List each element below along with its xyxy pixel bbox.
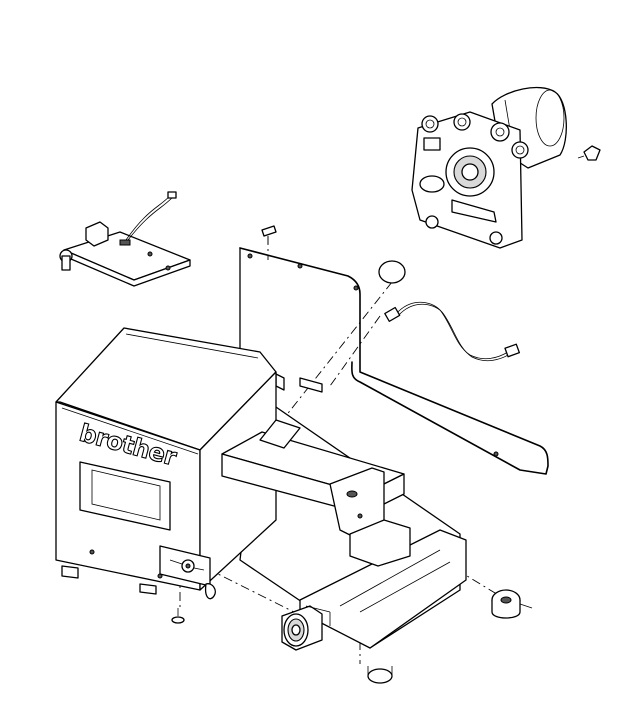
- bracket-with-knob: [159, 545, 216, 600]
- circuit-board: [59, 191, 191, 287]
- bottom-screw: [171, 608, 185, 624]
- connector-tab: [275, 373, 285, 391]
- motor-assembly: [411, 86, 567, 249]
- frame-screw: [261, 225, 277, 244]
- bearing-collar: [491, 589, 533, 619]
- circular-cap: [378, 260, 406, 284]
- knob-assembly: [281, 605, 331, 651]
- cable-harness: [384, 301, 520, 362]
- connector-clip: [299, 377, 323, 393]
- small-screw-right: [577, 145, 601, 161]
- main-housing: brother: [55, 327, 467, 684]
- slide-carriage: [221, 419, 411, 567]
